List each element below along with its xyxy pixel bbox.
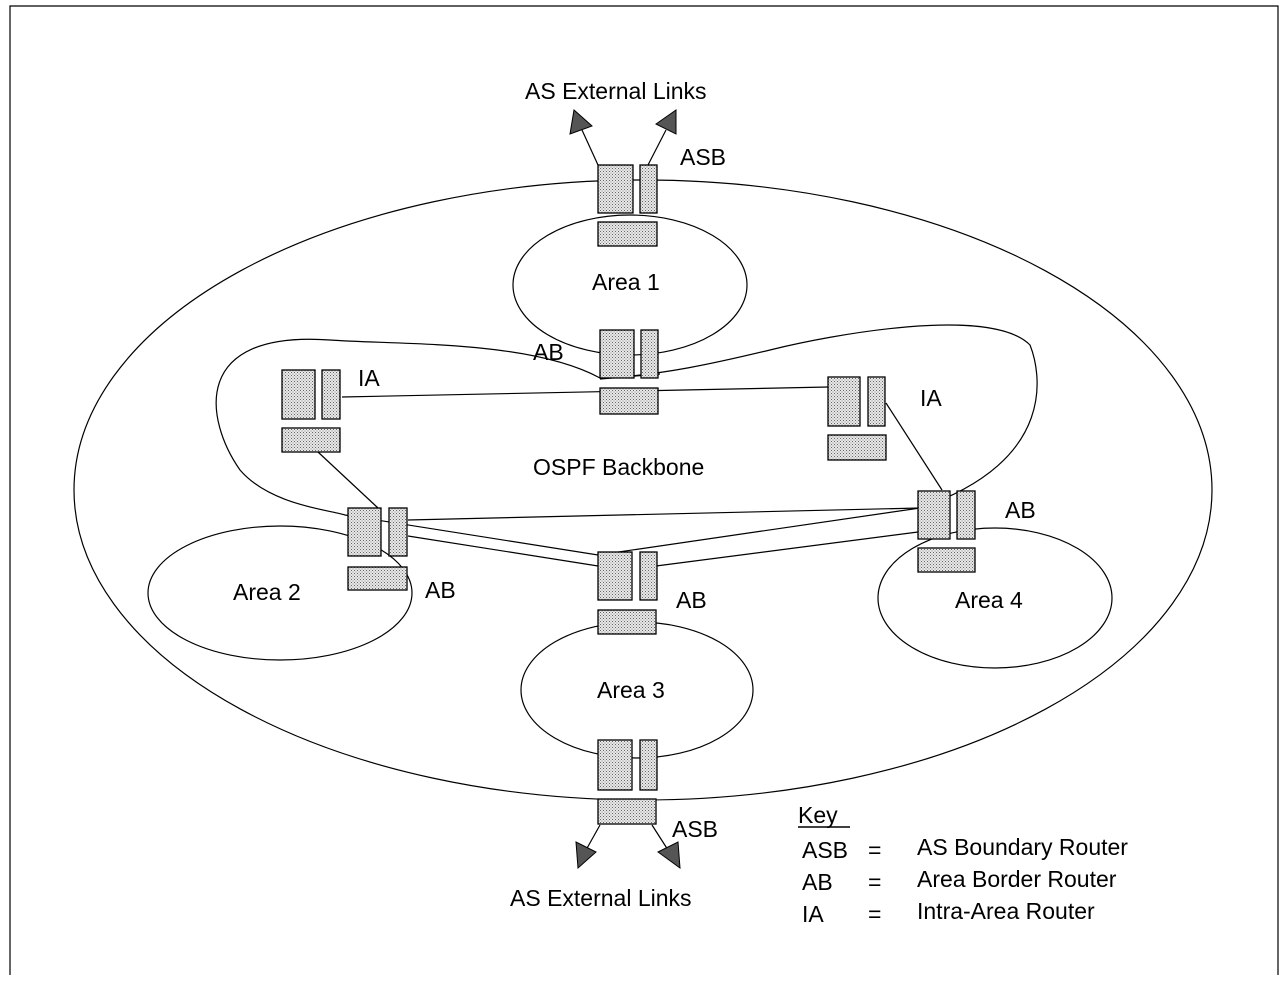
- key-abbr-asb: ASB: [802, 837, 848, 863]
- key-desc-asb: AS Boundary Router: [917, 834, 1128, 860]
- ab-router-left: [347, 507, 408, 591]
- ia-router-left: [281, 369, 341, 453]
- ab-router-top: [599, 329, 659, 415]
- backbone-label: OSPF Backbone: [533, 454, 704, 480]
- link-ab-left-to-ab-right: [407, 507, 921, 521]
- ab-router-bottom: [597, 551, 658, 635]
- link-ab-left-to-ab-bottom: [407, 535, 599, 567]
- key-abbr-ab: AB: [802, 869, 833, 895]
- key-legend: Key ASB = AS Boundary Router AB = Area B…: [798, 802, 1128, 927]
- link-ab-bottom-to-ab-right: [655, 531, 919, 567]
- ia-label-right: IA: [920, 385, 942, 411]
- link-ia-right-to-ab-right: [885, 402, 943, 491]
- asb-label-bottom: ASB: [672, 816, 718, 842]
- key-eq-ia: =: [868, 901, 881, 927]
- key-title: Key: [798, 802, 838, 828]
- area2-label: Area 2: [233, 579, 301, 605]
- ext-links-label-top: AS External Links: [525, 78, 707, 104]
- ia-router-right: [827, 376, 887, 461]
- key-eq-asb: =: [868, 837, 881, 863]
- ab-label-bottom: AB: [676, 587, 707, 613]
- ab-router-right: [917, 490, 976, 573]
- ab-label-left: AB: [425, 577, 456, 603]
- key-desc-ia: Intra-Area Router: [917, 898, 1095, 924]
- key-desc-ab: Area Border Router: [917, 866, 1117, 892]
- link-ia-left-to-ab-left: [317, 451, 379, 509]
- area4-label: Area 4: [955, 587, 1023, 613]
- area1-label: Area 1: [592, 269, 660, 295]
- link-ia-left-to-ia-right: [341, 386, 829, 398]
- ab-label-right: AB: [1005, 497, 1036, 523]
- ext-links-label-bottom: AS External Links: [510, 885, 692, 911]
- ab-label-top: AB: [533, 339, 564, 365]
- area2-ellipse: [147, 525, 413, 661]
- external-links-arrows-bottom: [575, 824, 681, 870]
- area4-ellipse: [877, 527, 1113, 669]
- key-eq-ab: =: [868, 869, 881, 895]
- external-links-arrows-top: [569, 109, 677, 166]
- asb-router-top: [597, 164, 658, 247]
- area3-label: Area 3: [597, 677, 665, 703]
- ia-label-left: IA: [358, 365, 380, 391]
- asb-label-top: ASB: [680, 144, 726, 170]
- key-abbr-ia: IA: [802, 901, 824, 927]
- page-frame: [9, 5, 1279, 975]
- asb-router-bottom: [597, 739, 658, 825]
- backbone-region: [215, 324, 1038, 556]
